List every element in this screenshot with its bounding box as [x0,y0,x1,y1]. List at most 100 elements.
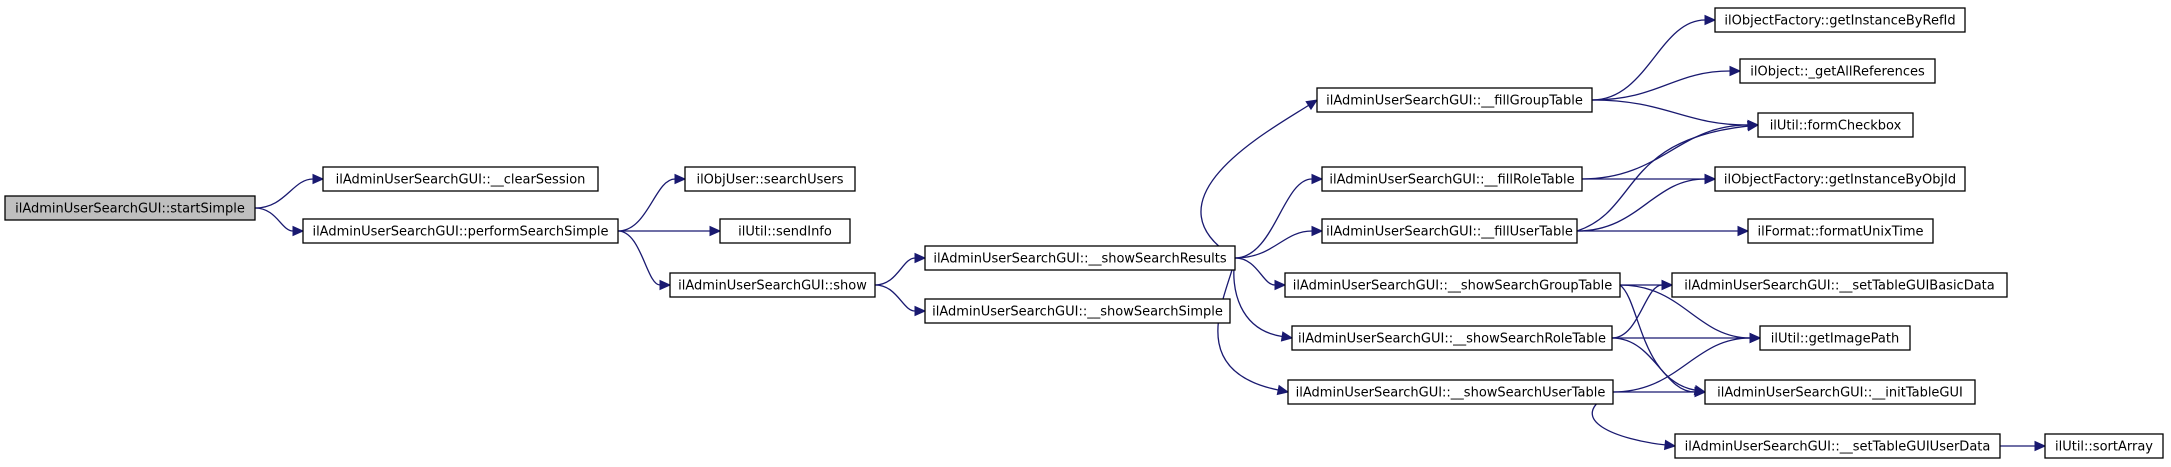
edge-arrowhead [1746,120,1760,132]
node-show-search-group-table[interactable]: ilAdminUserSearchGUI::__showSearchGroupT… [1284,272,1621,298]
node-set-table-guiuser-data[interactable]: ilAdminUserSearchGUI::__setTableGUIUserD… [1674,433,2001,459]
node-set-table-guibasic-data[interactable]: ilAdminUserSearchGUI::__setTableGUIBasic… [1671,272,2008,298]
node-box [4,195,256,221]
edge-line [1217,257,1279,391]
edge-perform-search-simple-to-show [617,230,672,291]
node-box [322,166,599,192]
edge-arrowhead [1694,386,1707,398]
edge-fill-role-table-to-get-instance-by-obj-id [1582,173,1717,185]
edge-arrowhead [1311,173,1324,185]
edge-perform-search-simple-to-send-info [618,225,722,237]
edge-line [1591,19,1706,101]
edge-arrowhead [914,252,927,264]
node-box [1704,379,1976,405]
edge-line [617,230,661,286]
node-label: ilAdminUserSearchGUI::__setTableGUIBasic… [1684,279,1995,294]
node-box [2044,433,2164,459]
node-show[interactable]: ilAdminUserSearchGUI::show [669,272,876,298]
node-fill-group-table[interactable]: ilAdminUserSearchGUI::__fillGroupTable [1316,87,1593,113]
edge-line [617,178,676,232]
edge-show-to-show-search-simple [874,284,927,317]
node-box [1321,218,1578,244]
edge-arrowhead [2034,440,2047,452]
node-label: ilAdminUserSearchGUI::performSearchSimpl… [312,225,608,240]
edge-start-simple-to-clear-session [254,173,325,209]
node-box [719,218,851,244]
node-label: ilUtil::sendInfo [738,225,832,240]
edge-line [254,178,314,209]
edge-arrowhead [312,173,325,185]
node-show-search-role-table[interactable]: ilAdminUserSearchGUI::__showSearchRoleTa… [1291,325,1613,351]
node-box [1321,166,1583,192]
edge-show-search-results-to-show-search-group-table [1234,257,1287,291]
edge-line [254,207,294,232]
node-box [924,298,1231,324]
edge-show-search-results-to-show-search-role-table [1233,257,1294,342]
node-form-checkbox[interactable]: ilUtil::formCheckbox [1757,112,1914,138]
node-label: ilObjectFactory::getInstanceByRefId [1724,14,1955,29]
edge-line [874,284,916,312]
node-label: ilAdminUserSearchGUI::__showSearchRoleTa… [1298,332,1606,347]
node-get-image-path[interactable]: ilUtil::getImagePath [1759,325,1911,351]
node-box [1671,272,2008,298]
edge-line [1611,284,1663,339]
node-label: ilAdminUserSearchGUI::__showSearchSimple [932,305,1223,320]
node-box [1757,112,1914,138]
edge-fill-group-table-to-get-all-references [1591,65,1742,101]
edge-show-search-user-table-to-init-table-gui [1613,386,1707,398]
node-get-instance-by-ref-id[interactable]: ilObjectFactory::getInstanceByRefId [1714,7,1966,33]
node-sort-array[interactable]: ilUtil::sortArray [2044,433,2164,459]
edge-arrowhead [1663,439,1677,451]
edge-arrowhead [1274,279,1287,291]
node-fill-role-table[interactable]: ilAdminUserSearchGUI::__fillRoleTable [1321,166,1583,192]
node-fill-user-table[interactable]: ilAdminUserSearchGUI::__fillUserTable [1321,218,1578,244]
node-start-simple[interactable]: ilAdminUserSearchGUI::startSimple [4,195,256,221]
node-perform-search-simple[interactable]: ilAdminUserSearchGUI::performSearchSimpl… [302,218,619,244]
node-label: ilUtil::getImagePath [1771,332,1899,347]
edge-arrowhead [1704,14,1717,26]
edge-line [1234,230,1313,259]
edge-fill-user-table-to-form-checkbox [1576,120,1760,232]
edge-arrowhead [914,305,927,317]
node-get-instance-by-obj-id[interactable]: ilObjectFactory::getInstanceByObjId [1714,166,1966,192]
node-clear-session[interactable]: ilAdminUserSearchGUI::__clearSession [322,166,599,192]
node-box [1284,272,1621,298]
node-box [1316,87,1593,113]
edge-arrowhead [1729,65,1742,77]
edge-line [1576,125,1749,232]
node-init-table-gui[interactable]: ilAdminUserSearchGUI::__initTableGUI [1704,379,1976,405]
node-label: ilUtil::sortArray [2055,440,2153,455]
edge-arrowhead [1737,225,1750,237]
edge-arrowhead [1305,99,1319,111]
node-box [1291,325,1613,351]
node-show-search-results[interactable]: ilAdminUserSearchGUI::__showSearchResult… [924,245,1236,271]
node-label: ilAdminUserSearchGUI::__fillUserTable [1326,225,1573,240]
node-label: ilAdminUserSearchGUI::startSimple [15,202,245,217]
edge-fill-user-table-to-get-instance-by-obj-id [1576,173,1717,232]
node-format-unix-time[interactable]: ilFormat::formatUnixTime [1747,218,1934,244]
node-box [684,166,856,192]
edge-line [1612,337,1751,393]
node-label: ilAdminUserSearchGUI::__initTableGUI [1717,386,1963,401]
node-label: ilAdminUserSearchGUI::__showSearchGroupT… [1293,279,1613,294]
node-show-search-user-table[interactable]: ilAdminUserSearchGUI::__showSearchUserTa… [1287,379,1614,405]
edge-arrowhead [1749,332,1762,344]
edge-line [1611,337,1696,393]
node-get-all-references[interactable]: ilObject::_getAllReferences [1739,58,1936,84]
node-label: ilAdminUserSearchGUI::__showSearchUserTa… [1296,386,1606,401]
edge-line [1591,99,1749,126]
node-label: ilUtil::formCheckbox [1770,119,1902,134]
node-search-users[interactable]: ilObjUser::searchUsers [684,166,856,192]
edge-line [1200,104,1309,259]
edges-layer [254,14,2047,452]
edge-arrowhead [1276,384,1290,396]
node-label: ilAdminUserSearchGUI::__fillGroupTable [1326,94,1583,109]
edge-arrowhead [674,173,687,185]
node-box [1674,433,2001,459]
edge-fill-group-table-to-get-instance-by-ref-id [1591,14,1717,101]
node-send-info[interactable]: ilUtil::sendInfo [719,218,851,244]
node-show-search-simple[interactable]: ilAdminUserSearchGUI::__showSearchSimple [924,298,1231,324]
edge-show-search-results-to-show-search-user-table [1217,257,1290,396]
edge-set-table-guiuser-data-to-sort-array [1999,440,2047,452]
node-label: ilAdminUserSearchGUI::__setTableGUIUserD… [1685,440,1991,455]
